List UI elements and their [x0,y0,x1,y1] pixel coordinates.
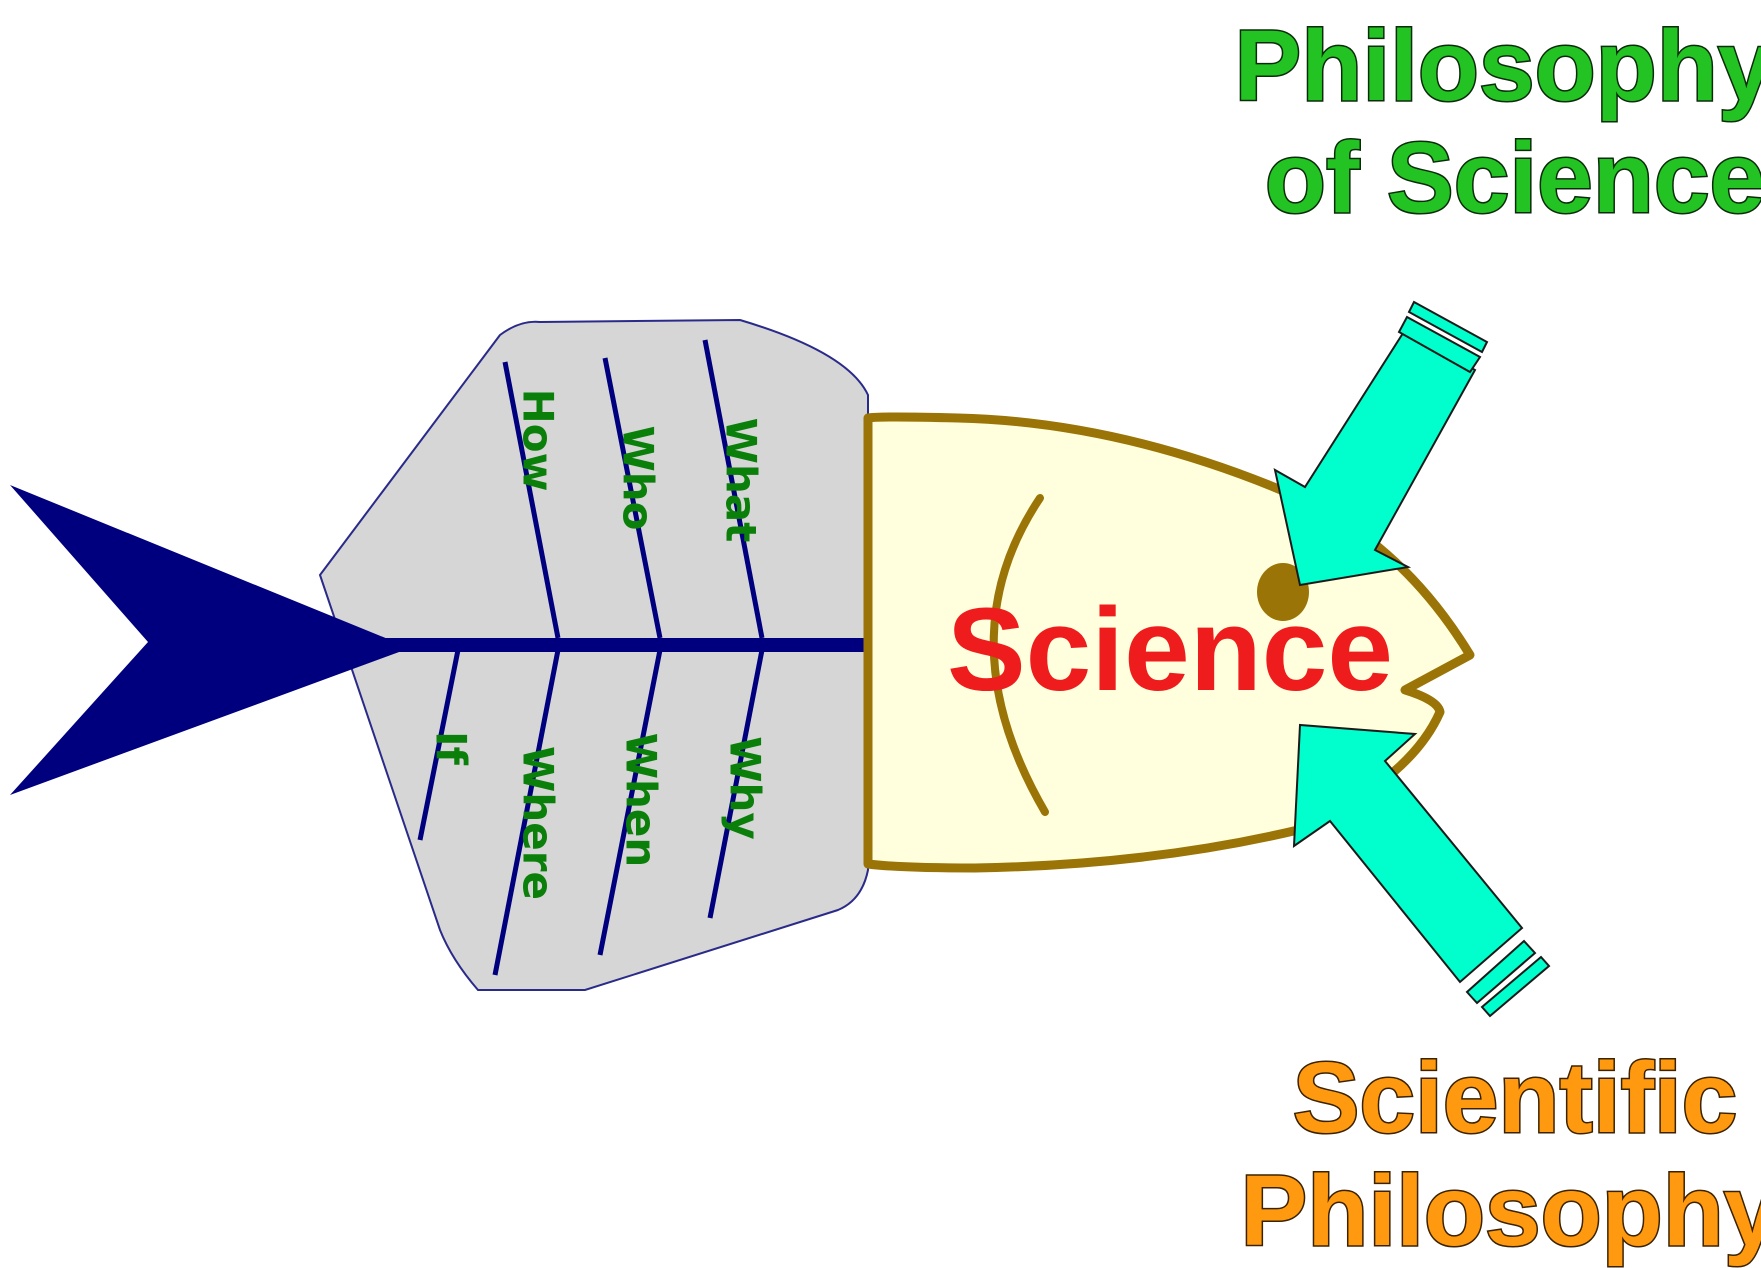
bone-label-why: Why [721,736,770,840]
label-philosophy-of-science-line1: Philosophy [1235,10,1761,122]
fish-eye [1257,563,1309,621]
bone-who [602,357,663,639]
bone-label-if: If [427,731,476,766]
bone-why [707,649,765,919]
bone-label-where: Where [514,746,563,900]
label-philosophy-of-science-line2: of Science [1265,122,1761,234]
bone-if [417,649,461,841]
gill-arc [989,494,1049,816]
label-scientific-philosophy-line2: Philosophy [1241,1155,1761,1267]
fish-tail [10,485,410,795]
arrow-top [1273,300,1489,587]
bone-what [702,339,765,639]
arrow-bottom [1292,723,1551,1018]
bone-label-who: Who [614,425,663,530]
bone-when [597,649,663,956]
bone-label-how: How [514,389,563,492]
fish-body [318,318,869,991]
bone-label-when: When [617,733,666,868]
center-label-science: Science [947,584,1393,716]
bone-where [492,649,561,976]
label-scientific-philosophy-line1: Scientific [1293,1042,1738,1154]
bone-how [502,361,561,639]
bone-label-what: What [717,418,766,543]
